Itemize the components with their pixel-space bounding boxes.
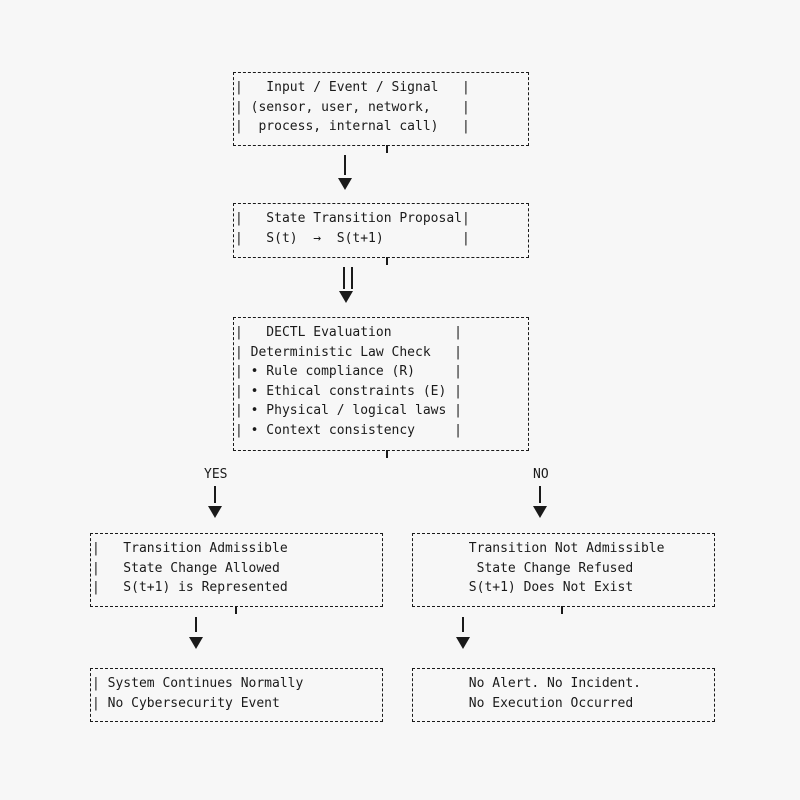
down-arrowhead-proposal-to-dectl-icon: [339, 291, 353, 303]
arrow-stem-proposal-to-dectl-right: [351, 267, 353, 289]
arrow-stem-proposal-to-dectl-left: [343, 267, 345, 289]
box-state-transition-proposal-text: | State Transition Proposal| | S(t) → S(…: [235, 211, 470, 246]
arrow-stem-no: [539, 486, 541, 503]
box-system-continues-text: | System Continues Normally | No Cyberse…: [92, 676, 304, 711]
branch-label-no: NO: [533, 467, 549, 482]
box-input-event-signal: | Input / Event / Signal | | (sensor, us…: [233, 72, 529, 146]
branch-label-yes: YES: [204, 467, 228, 482]
box-no-alert-text: No Alert. No Incident. No Execution Occu…: [468, 676, 641, 711]
box-system-continues: | System Continues Normally | No Cyberse…: [90, 668, 383, 722]
down-arrowhead-no-icon: [533, 506, 547, 518]
box-transition-not-admissible: Transition Not Admissible State Change R…: [412, 533, 715, 607]
box-no-alert: No Alert. No Incident. No Execution Occu…: [412, 668, 715, 722]
connector-tick-dectl: [386, 450, 388, 458]
arrow-stem-admissible-to-continues: [195, 617, 197, 632]
box-dectl-evaluation: | DECTL Evaluation | | Deterministic Law…: [233, 317, 529, 451]
connector-tick-admissible: [235, 606, 237, 614]
arrow-stem-input-to-proposal: [344, 155, 346, 175]
box-transition-not-admissible-text: Transition Not Admissible State Change R…: [468, 541, 665, 595]
down-arrowhead-admissible-to-continues-icon: [189, 637, 203, 649]
box-dectl-evaluation-text: | DECTL Evaluation | | Deterministic Law…: [235, 325, 462, 438]
down-arrowhead-input-to-proposal-icon: [338, 178, 352, 190]
connector-tick-input: [386, 145, 388, 153]
arrow-stem-yes: [214, 486, 216, 503]
down-arrowhead-not-admissible-to-no-alert-icon: [456, 637, 470, 649]
connector-tick-proposal: [386, 257, 388, 265]
box-state-transition-proposal: | State Transition Proposal| | S(t) → S(…: [233, 203, 529, 258]
box-transition-admissible-text: | Transition Admissible | State Change A…: [92, 541, 288, 595]
arrow-stem-not-admissible-to-no-alert: [462, 617, 464, 632]
connector-tick-not-admissible: [561, 606, 563, 614]
box-transition-admissible: | Transition Admissible | State Change A…: [90, 533, 383, 607]
down-arrowhead-yes-icon: [208, 506, 222, 518]
box-input-event-signal-text: | Input / Event / Signal | | (sensor, us…: [235, 80, 470, 134]
